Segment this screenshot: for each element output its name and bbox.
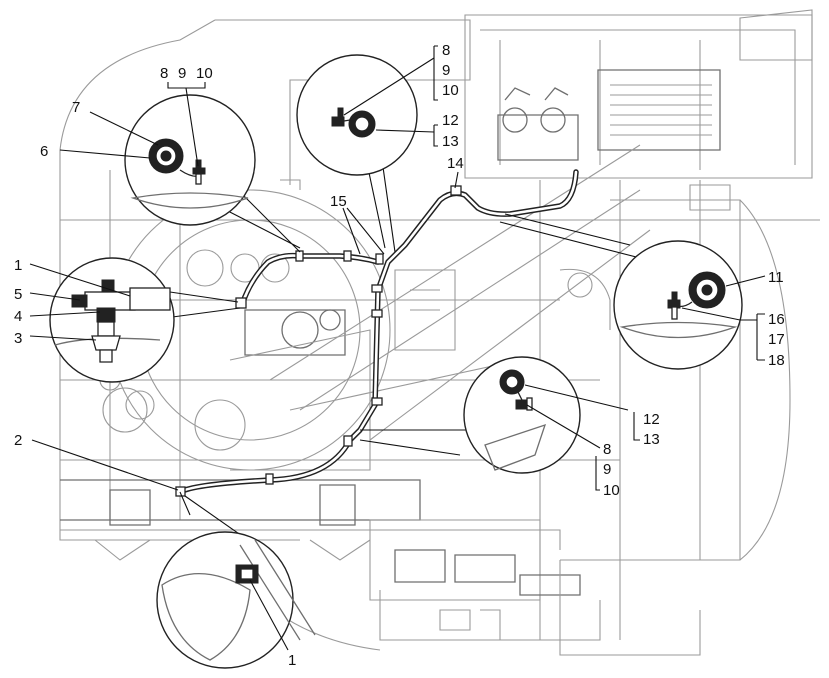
- detail-bubble-clamp-left: [124, 94, 301, 253]
- hose-clamp: [375, 253, 384, 265]
- callout-16: 16: [768, 311, 785, 328]
- detail-bubble-valve: [49, 257, 241, 383]
- callout-8-top: 8: [442, 42, 450, 59]
- callout-17: 17: [768, 331, 785, 348]
- callout-1-bottom: 1: [288, 652, 296, 669]
- callout-9-left: 9: [178, 65, 186, 82]
- callout-8-right: 8: [603, 441, 611, 458]
- callout-10-left: 10: [196, 65, 213, 82]
- hose-clamp: [371, 397, 383, 406]
- callout-leaders: [29, 45, 766, 651]
- callout-9-right: 9: [603, 461, 611, 478]
- hose-clamp: [371, 284, 383, 293]
- hose-fitting: [235, 297, 247, 309]
- detail-bubble-fitting-bottom: [156, 491, 316, 669]
- hose-clamp: [343, 435, 353, 447]
- callout-5: 5: [14, 286, 22, 303]
- callout-18: 18: [768, 352, 785, 369]
- callout-12-top: 12: [442, 112, 459, 129]
- callout-3: 3: [14, 330, 22, 347]
- callout-10-top: 10: [442, 82, 459, 99]
- hose-clamp: [343, 250, 352, 262]
- hose-clamp: [371, 309, 383, 318]
- callout-14: 14: [447, 155, 464, 172]
- detail-bubble-clamp-right: [499, 213, 743, 370]
- hose-fitting: [175, 486, 186, 497]
- callout-8-left: 8: [160, 65, 168, 82]
- callout-7: 7: [72, 99, 80, 116]
- callout-4: 4: [14, 308, 22, 325]
- callout-labels: 1 5 4 3 2 6 7 8 9 10 8 9 10 12 13 14 15 …: [14, 42, 785, 669]
- callout-15: 15: [330, 193, 347, 210]
- detail-bubble-clamp-lower: [359, 356, 581, 474]
- callout-11: 11: [768, 269, 784, 286]
- hose-clamp: [295, 250, 304, 262]
- detail-bubble-clamp-top: [296, 54, 418, 253]
- callout-6: 6: [40, 143, 48, 160]
- callout-9-top: 9: [442, 62, 450, 79]
- callout-1-top: 1: [14, 257, 22, 274]
- callout-13-right: 13: [643, 431, 660, 448]
- callout-13-top: 13: [442, 133, 459, 150]
- fuel-hose-line: [175, 169, 579, 497]
- callout-12-right: 12: [643, 411, 660, 428]
- callout-2: 2: [14, 432, 22, 449]
- callout-10-right: 10: [603, 482, 620, 499]
- hose-clamp: [265, 473, 274, 485]
- hose-clamp: [450, 185, 462, 196]
